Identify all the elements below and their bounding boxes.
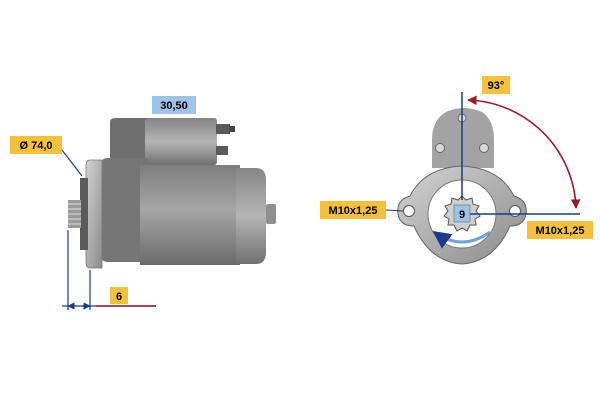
label-bolt-left: M10x1,25 <box>320 201 386 219</box>
label-pinion-offset: 6 <box>110 287 128 304</box>
motor-body <box>140 165 240 265</box>
label-bolt-right: M10x1,25 <box>527 221 593 239</box>
solenoid-terminal-badge <box>152 96 196 114</box>
starter-side-view <box>68 118 276 269</box>
solenoid <box>145 118 217 165</box>
dimension-lines-left <box>61 149 156 310</box>
angle-text: 93° <box>488 80 505 92</box>
rotation-arrow <box>432 230 491 249</box>
flange-diameter-text: Ø 74,0 <box>19 140 52 152</box>
label-angle: 93° <box>482 76 510 94</box>
label-solenoid-terminal: 30,50 <box>152 96 196 114</box>
angle-badge <box>482 76 510 94</box>
bolt-left-leader <box>385 209 404 212</box>
angle-indicator <box>461 92 581 215</box>
bolt-right-badge <box>527 221 593 239</box>
pinion-offset-text: 6 <box>116 291 122 303</box>
label-flange-diameter: Ø 74,0 <box>10 136 62 154</box>
bolt-left-badge <box>320 201 386 219</box>
flange-diameter-badge <box>10 136 62 154</box>
bolt-hole-right <box>509 205 521 217</box>
bolt-left-text: M10x1,25 <box>329 205 378 217</box>
terminal-bottom <box>216 146 228 155</box>
solenoid-terminal-text: 30,50 <box>160 100 188 112</box>
bolt-hole-left <box>403 205 415 217</box>
diameter-extension-line <box>61 149 83 177</box>
pinion-offset-badge <box>110 287 128 304</box>
bolt-right-text: M10x1,25 <box>536 225 585 237</box>
nose-housing <box>100 158 148 262</box>
angle-arc <box>467 95 581 209</box>
terminal-top <box>216 124 230 134</box>
rear-shaft <box>266 204 276 224</box>
end-cap <box>236 168 266 264</box>
teeth-count-text: 9 <box>459 209 465 221</box>
mounting-flange <box>85 159 103 269</box>
solenoid-housing <box>110 118 148 165</box>
